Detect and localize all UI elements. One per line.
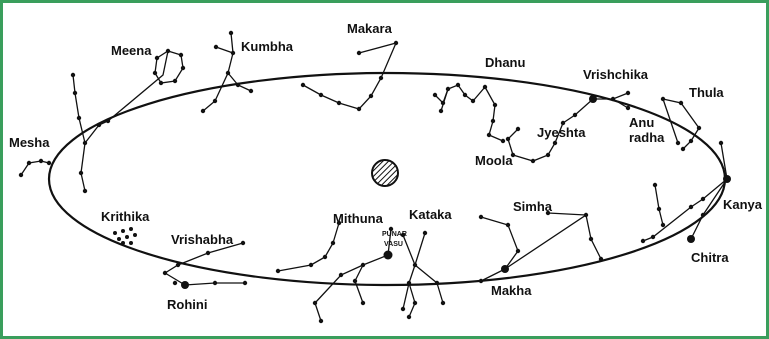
label-dhanu: Dhanu xyxy=(485,55,526,70)
label-chitra: Chitra xyxy=(691,250,729,265)
label-thula: Thula xyxy=(689,85,724,100)
stars-vrishabha xyxy=(163,241,247,289)
constellation-kanya xyxy=(643,143,727,241)
constellation-thula xyxy=(663,99,699,149)
label-mesha: Mesha xyxy=(9,135,50,150)
label-krithika: Krithika xyxy=(101,209,150,224)
label-vrishchika: Vrishchika xyxy=(583,67,649,82)
label-vasu: VASU xyxy=(384,241,403,248)
label-simha: Simha xyxy=(513,199,553,214)
label-punar: PUNAR xyxy=(382,231,407,238)
stars-meena xyxy=(71,49,185,193)
label-vrishabha: Vrishabha xyxy=(171,232,234,247)
zodiac-diagram: Meena Kumbha Makara Dhanu Vrishchika Thu… xyxy=(3,3,766,336)
label-jyeshta: Jyeshta xyxy=(537,125,586,140)
constellation-meena xyxy=(73,51,183,191)
label-moola: Moola xyxy=(475,153,513,168)
stars-kataka xyxy=(401,231,445,319)
label-kanya: Kanya xyxy=(723,197,763,212)
label-anu: Anu xyxy=(629,115,654,130)
label-meena: Meena xyxy=(111,43,152,58)
constellation-simha xyxy=(481,213,601,281)
label-makha: Makha xyxy=(491,283,532,298)
label-rohini: Rohini xyxy=(167,297,207,312)
constellation-mithuna xyxy=(278,223,391,321)
label-kataka: Kataka xyxy=(409,207,452,222)
label-mithuna: Mithuna xyxy=(333,211,384,226)
stars-thula xyxy=(661,97,701,151)
label-radha: radha xyxy=(629,130,665,145)
label-kumbha: Kumbha xyxy=(241,39,294,54)
constellation-kataka xyxy=(403,233,443,317)
constellation-dhanu xyxy=(435,85,503,141)
earth-symbol xyxy=(372,160,398,186)
constellation-mesha xyxy=(21,161,49,175)
label-makara: Makara xyxy=(347,21,393,36)
